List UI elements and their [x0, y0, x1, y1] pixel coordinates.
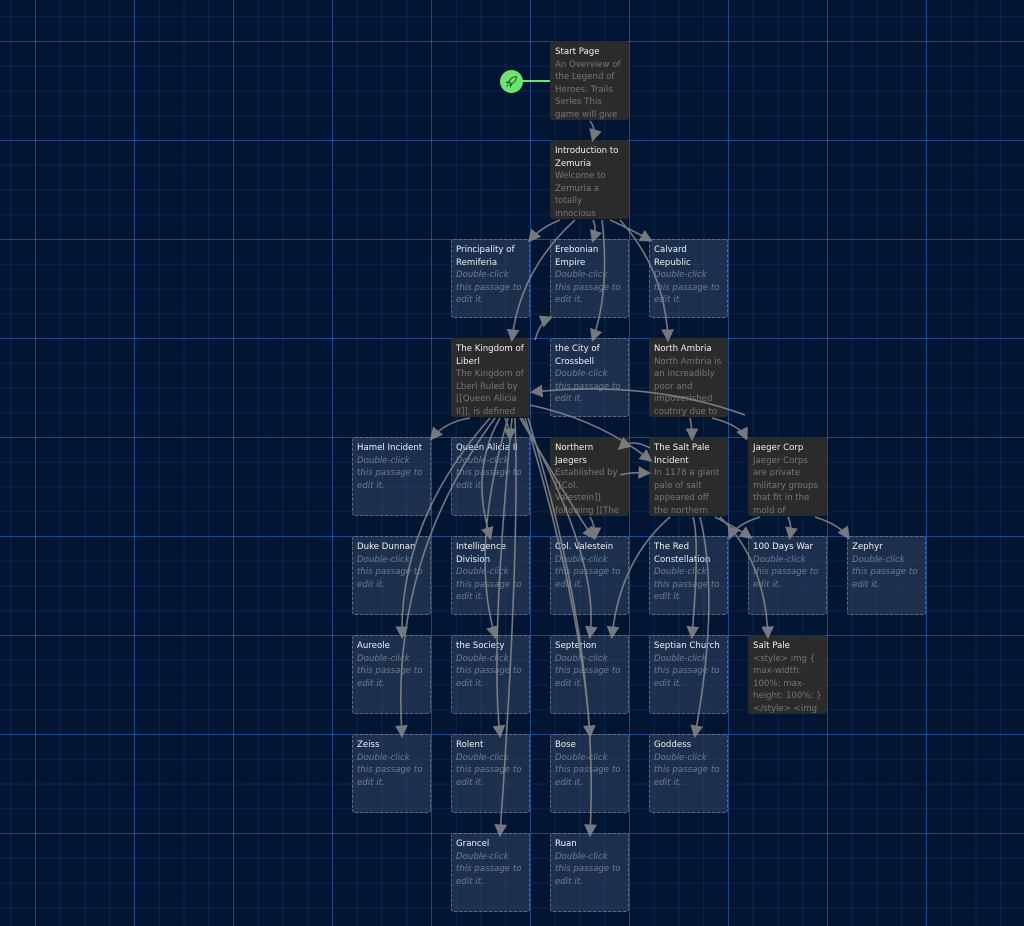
passage-placeholder: Double-click this passage to edit it.: [456, 752, 522, 788]
passage-placeholder: Double-click this passage to edit it.: [357, 554, 423, 590]
passage-placeholder: Double-click this passage to edit it.: [555, 270, 621, 306]
passage-title: The Salt Pale Incident: [654, 443, 710, 466]
passage-title: Queen Alicia II: [456, 443, 518, 453]
passage-title: Start Page: [555, 47, 600, 57]
start-passage-marker: [500, 70, 523, 93]
passage-card-queen-alicia-ii[interactable]: Queen Alicia II Double-click this passage…: [451, 437, 530, 516]
passage-placeholder: Double-click this passage to edit it.: [357, 455, 423, 491]
passage-excerpt: An Overview of the Legend of Heroes: Tra…: [555, 59, 621, 120]
passage-title: Intelligence Division: [456, 542, 507, 565]
passage-placeholder: Double-click this passage to edit it.: [555, 653, 621, 689]
passage-title: Rolent: [456, 740, 484, 750]
passage-placeholder: Double-click this passage to edit it.: [456, 270, 522, 306]
passage-excerpt: <style> img { max-width: 100%; max-heigh…: [753, 653, 822, 714]
passage-title: Septerion: [555, 641, 597, 651]
passage-placeholder: Double-click this passage to edit it.: [654, 270, 720, 306]
passage-placeholder: Double-click this passage to edit it.: [555, 554, 621, 590]
passage-excerpt: North Ambria is an increadibly poor and …: [654, 356, 722, 417]
passage-title: the City of Crossbell: [555, 344, 600, 367]
passage-title: Erebonian Empire: [555, 245, 599, 268]
passage-placeholder: Double-click this passage to edit it.: [852, 554, 918, 590]
passage-title: Hamel Incident: [357, 443, 423, 453]
passage-placeholder: Double-click this passage to edit it.: [456, 653, 522, 689]
passage-title: Septian Church: [654, 641, 720, 651]
passage-placeholder: Double-click this passage to edit it.: [654, 653, 720, 689]
passage-title: Zeiss: [357, 740, 380, 750]
passage-title: Ruan: [555, 839, 577, 849]
passage-excerpt: The Kingdom of Lberl Ruled by [[Queen Al…: [456, 369, 524, 417]
passage-placeholder: Double-click this passage to edit it.: [357, 653, 423, 689]
passage-title: Goddess: [654, 740, 692, 750]
passage-title: Bose: [555, 740, 576, 750]
passage-title: Grancel: [456, 839, 490, 849]
rocket-icon: [505, 76, 517, 88]
passage-excerpt: Jaeger Corps are private military groups…: [753, 455, 818, 516]
passage-placeholder: Double-click this passage to edit it.: [555, 369, 621, 405]
passage-title: Zephyr: [852, 542, 883, 552]
passage-title: the Society: [456, 641, 505, 651]
passage-title: Calvard Republic: [654, 245, 691, 268]
passage-placeholder: Double-click this passage to edit it.: [654, 752, 720, 788]
passage-excerpt: Welcome to Zemuria a totally innocious c…: [555, 171, 606, 219]
passage-title: The Red Constellation: [654, 542, 711, 565]
passage-placeholder: Double-click this passage to edit it.: [357, 752, 423, 788]
passage-placeholder: Double-click this passage to edit it.: [555, 851, 621, 887]
passage-title: Col. Valestein: [555, 542, 614, 552]
passage-placeholder: Double-click this passage to edit it.: [456, 455, 522, 491]
passage-excerpt: In 1178 a giant pale of salt appeared of…: [654, 468, 720, 516]
passage-placeholder: Double-click this passage to edit it.: [555, 752, 621, 788]
start-connector: [522, 80, 550, 82]
passage-title: Salt Pale: [753, 641, 790, 651]
passage-title: Principality of Remiferia: [456, 245, 515, 268]
passage-card-start-page[interactable]: Start Page An Overview of the Legend of H…: [550, 41, 629, 120]
passage-title: 100 Days War: [753, 542, 814, 552]
passage-title: Duke Dunnan: [357, 542, 416, 552]
passage-placeholder: Double-click this passage to edit it.: [753, 554, 819, 590]
passage-title: Northern Jaegers: [555, 443, 594, 466]
passage-title: The Kingdom of Liberl: [456, 344, 524, 367]
passage-placeholder: Double-click this passage to edit it.: [654, 567, 720, 603]
passage-title: North Ambria: [654, 344, 712, 354]
passage-title: Introduction to Zemuria: [555, 146, 619, 169]
passage-title: Aureole: [357, 641, 390, 651]
passage-placeholder: Double-click this passage to edit it.: [456, 567, 522, 603]
passage-excerpt: Established by [[Col. Valestein]] follow…: [555, 468, 620, 516]
passage-card-salt-pale[interactable]: Salt Pale <style> img { max-width: 100%; …: [748, 635, 827, 714]
passage-title: Jaeger Corp: [753, 443, 804, 453]
passage-placeholder: Double-click this passage to edit it.: [456, 851, 522, 887]
